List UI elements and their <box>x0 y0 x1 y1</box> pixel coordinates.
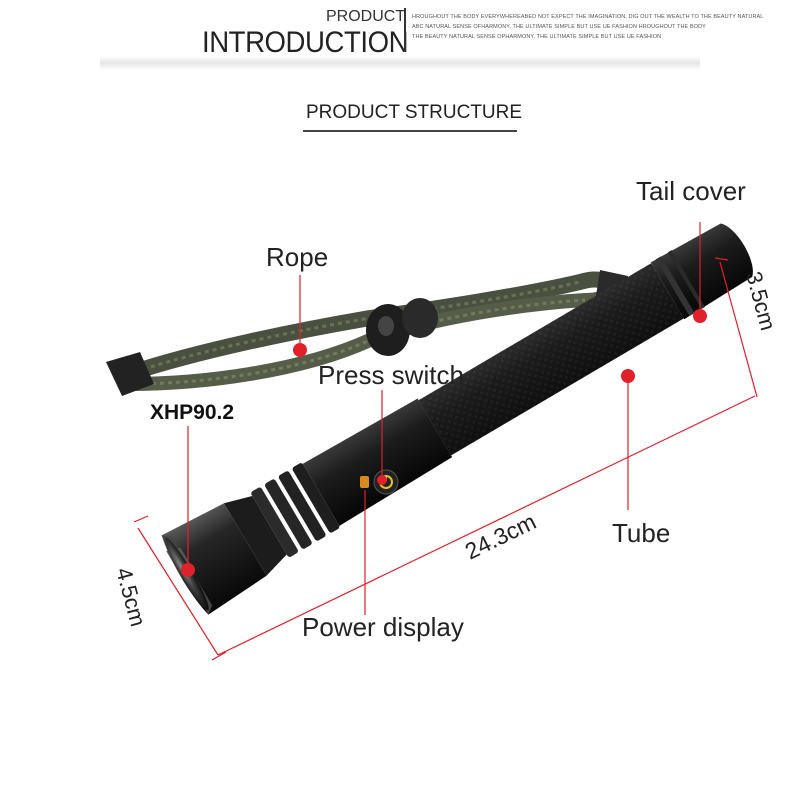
section-title-underline <box>303 130 517 132</box>
power-display-label: Power display <box>302 612 464 642</box>
header-tagline-3: THE BEAUTY NATURAL SENSE OPHARMONY, THE … <box>412 34 662 40</box>
length-dimension-label: 24.3cm <box>461 508 540 564</box>
press-switch-label: Press switch <box>318 360 464 390</box>
tail-cap <box>650 223 753 320</box>
tail-diameter-dimension-line <box>719 261 758 398</box>
guide-lines <box>133 222 758 661</box>
led-label: XHP90.2 <box>150 401 235 424</box>
rope-label: Rope <box>266 242 329 272</box>
cooling-fin <box>292 463 340 533</box>
header-shadow-band <box>100 56 700 70</box>
header-big-title: INTRODUCTION <box>202 26 409 59</box>
press-switch-marker <box>377 475 387 485</box>
tail-diameter-label: 3.5cm <box>741 269 781 333</box>
markers <box>181 309 707 577</box>
head-diameter-dimension-line <box>137 527 219 656</box>
tube-label: Tube <box>612 518 671 548</box>
header-separator <box>404 8 406 52</box>
power-display-indicator <box>360 476 369 488</box>
cooling-fin <box>265 479 312 549</box>
rope-marker <box>293 343 307 357</box>
tail-cover-marker <box>693 309 707 323</box>
led-marker <box>181 563 195 577</box>
cooling-fin <box>278 471 326 541</box>
header-tagline-1: HROUGHOUT THE BODY EVERYWHEREABED NOT EX… <box>412 14 764 20</box>
header-tagline-2: ABC NATURAL SENSE OFHARMONY, THE ULTIMAT… <box>412 24 706 30</box>
cooling-fin <box>251 487 298 557</box>
head-diameter-label: 4.5cm <box>111 565 151 629</box>
section-title: PRODUCT STRUCTURE <box>306 102 523 123</box>
switch-section <box>302 398 453 526</box>
length-dimension-line <box>217 395 756 656</box>
tail-cover-label: Tail cover <box>636 176 746 206</box>
flashlight-body <box>161 223 753 615</box>
tube-marker <box>621 369 635 383</box>
rope-end-clip <box>106 352 154 396</box>
header-small-title: PRODUCT <box>326 8 406 25</box>
